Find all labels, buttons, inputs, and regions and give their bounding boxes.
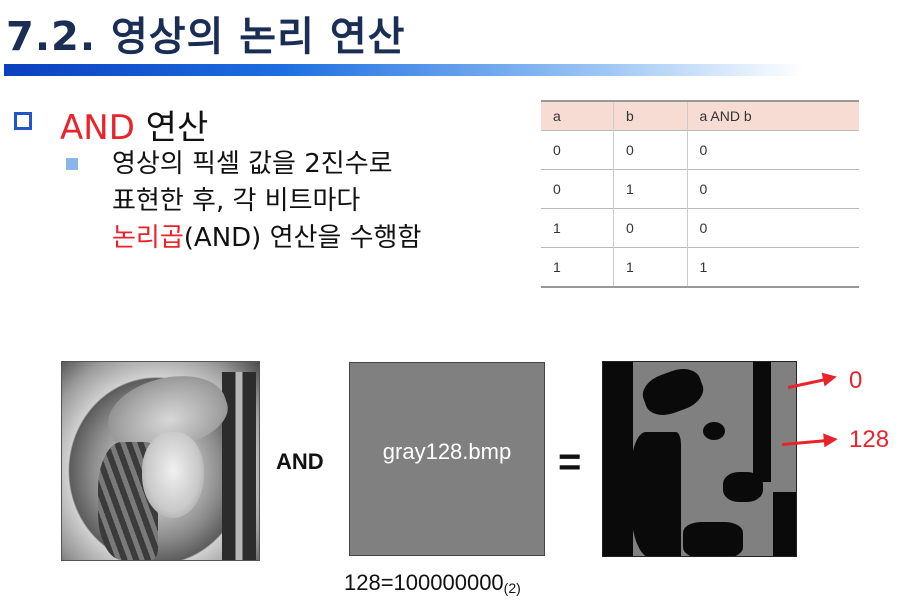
and-truth-table: a b a AND b 0 0 0 0 1 0 1 0 0 1 1 1: [541, 100, 859, 288]
result-value-128-label: 128: [849, 426, 890, 453]
table-row: 1 0 0: [541, 208, 859, 248]
table-header-row: a b a AND b: [541, 100, 859, 131]
table-cell: 1: [613, 169, 688, 209]
sub-bullet-icon: [66, 158, 78, 170]
paragraph-line-1: 영상의 픽셀 값을 2진수로: [112, 149, 393, 179]
lena-face-shape: [142, 432, 204, 518]
heading-rest-text: 연산: [134, 108, 209, 148]
table-cell: 1: [687, 247, 859, 288]
table-row: 1 1 1: [541, 247, 859, 288]
paragraph-line-3: 논리곱(AND) 연산을 수행함: [112, 220, 421, 257]
equals-operator: =: [558, 440, 582, 484]
table-header-cell: a AND b: [687, 100, 859, 131]
section-heading: AND 연산: [60, 100, 208, 149]
binary-base-subscript: (2): [503, 580, 521, 596]
result-value-zero-label: 0: [849, 367, 863, 394]
paragraph-line-2: 표현한 후, 각 비트마다: [112, 186, 361, 216]
square-bullet-icon: [14, 112, 32, 130]
result-black-region: [631, 432, 681, 556]
binary-equation-main: 128=100000000: [344, 570, 504, 595]
table-cell: 1: [613, 247, 688, 288]
page-title: 7.2. 영상의 논리 연산: [6, 14, 406, 60]
gray128-image: gray128.bmp: [349, 362, 545, 556]
binary-equation: 128=100000000(2): [344, 570, 521, 596]
table-cell: 0: [613, 130, 688, 170]
result-black-region: [773, 492, 796, 556]
table-cell: 0: [541, 169, 614, 209]
table-header-cell: a: [541, 100, 614, 131]
gray128-image-label: gray128.bmp: [382, 439, 512, 464]
table-cell: 0: [687, 130, 859, 170]
paragraph-line-3-rest: (AND) 연산을 수행함: [183, 223, 422, 253]
lena-grayscale-image: [61, 361, 260, 561]
table-row: 0 0 0: [541, 130, 859, 170]
table-header-cell: b: [613, 100, 688, 131]
result-black-region: [637, 362, 709, 422]
and-operator-label: AND: [276, 449, 324, 474]
result-black-region: [753, 362, 771, 482]
result-black-region: [683, 522, 743, 556]
table-cell: 0: [541, 130, 614, 170]
logical-product-term: 논리곱: [112, 223, 184, 253]
description-paragraph: 영상의 픽셀 값을 2진수로 표현한 후, 각 비트마다 논리곱(AND) 연산…: [112, 146, 421, 257]
table-cell: 0: [613, 208, 688, 248]
result-black-region: [703, 422, 725, 440]
table-row: 0 1 0: [541, 169, 859, 209]
result-black-region: [723, 472, 763, 502]
table-cell: 1: [541, 208, 614, 248]
table-cell: 0: [687, 169, 859, 209]
table-cell: 0: [687, 208, 859, 248]
table-cell: 1: [541, 247, 614, 288]
lena-background-detail: [222, 372, 256, 560]
and-result-image: [602, 361, 797, 557]
heading-and-text: AND: [60, 108, 135, 148]
result-black-region: [603, 362, 633, 556]
title-underline-bar: [4, 64, 804, 76]
